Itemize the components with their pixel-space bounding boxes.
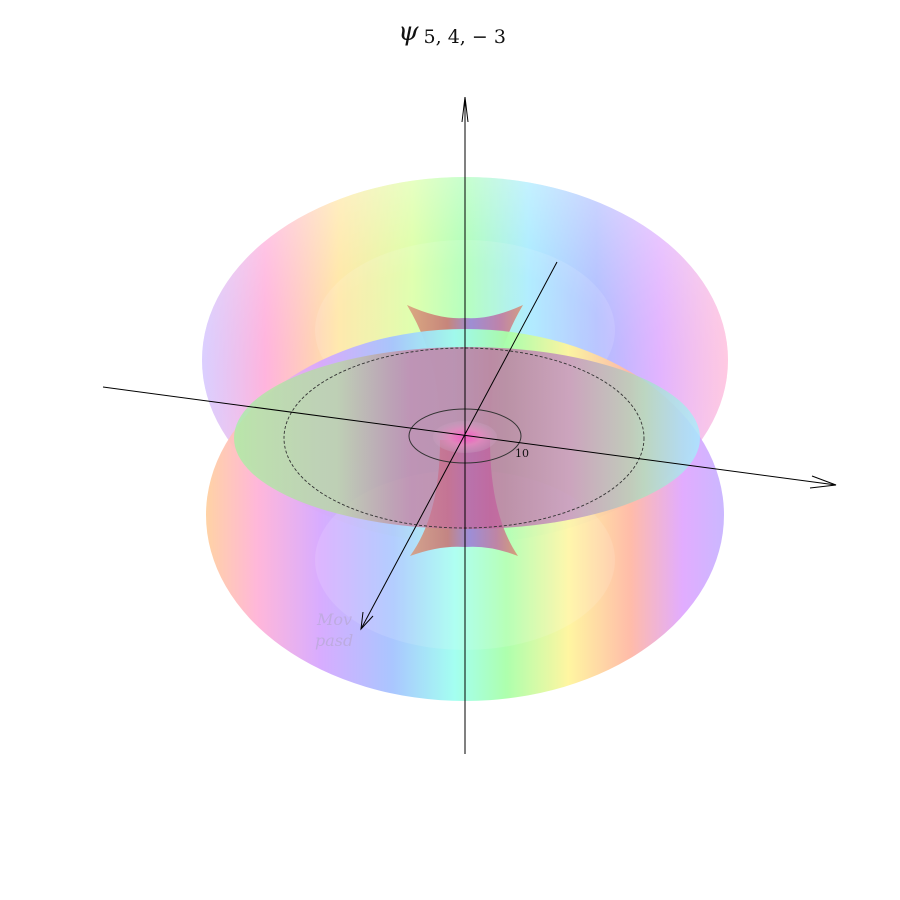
y-axis <box>360 261 558 630</box>
x-axis-arrowhead <box>809 475 837 489</box>
plot-title: ψ 5, 4, − 3 <box>398 17 506 48</box>
axes <box>102 96 837 754</box>
title-subscript: 5, 4, − 3 <box>424 26 506 48</box>
watermark-line2: pasd <box>315 631 353 650</box>
x-axis <box>102 386 837 486</box>
title-symbol: ψ <box>398 17 419 47</box>
ring-radius-label: 10 <box>515 447 529 460</box>
watermark-line1: Mov <box>316 610 352 629</box>
cross-section-dashed-ring <box>283 347 645 529</box>
watermark: Mov pasd <box>315 610 353 650</box>
y-axis-arrowhead <box>360 611 374 631</box>
z-axis-arrowhead <box>461 96 469 123</box>
cross-section: 10 <box>234 347 700 529</box>
